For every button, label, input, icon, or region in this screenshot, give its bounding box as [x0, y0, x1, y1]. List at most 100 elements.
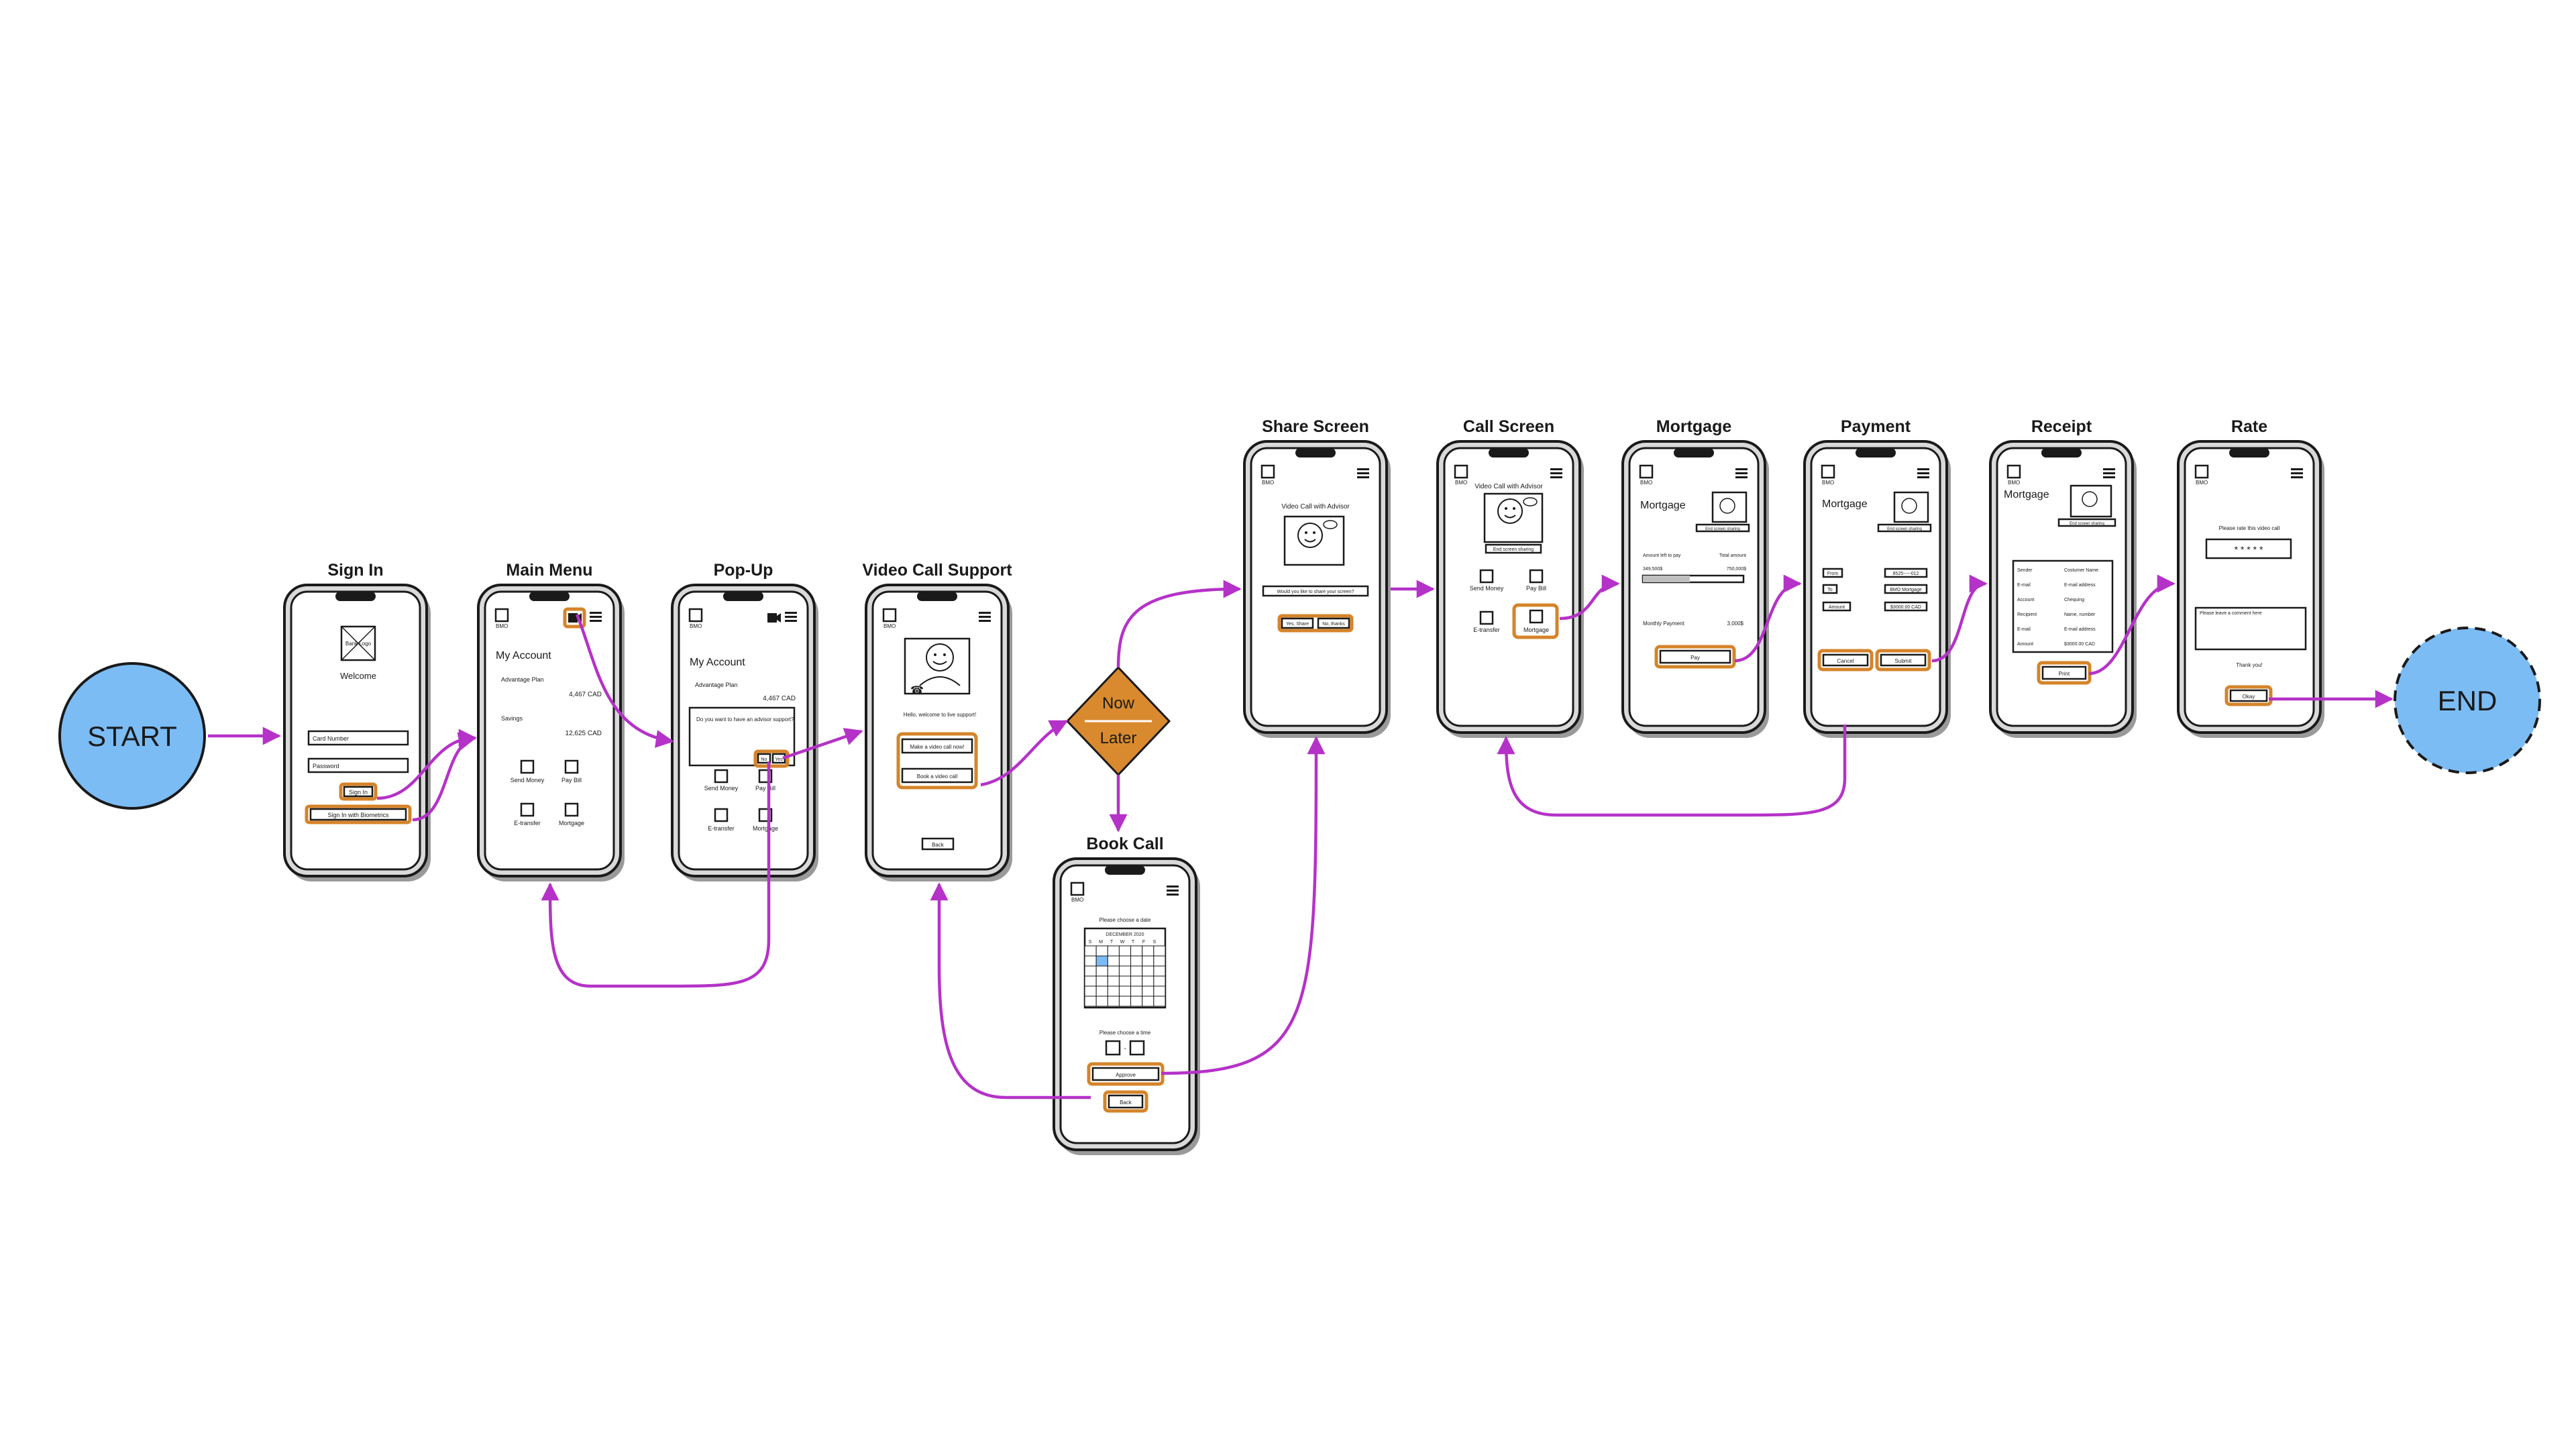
hamburger-icon	[979, 612, 991, 622]
popup-no-button[interactable]	[757, 753, 771, 764]
star-rating[interactable]	[2205, 538, 2292, 559]
share-no-button[interactable]	[1317, 617, 1350, 629]
svg-text:* * * * *: * * * * *	[2235, 544, 2263, 555]
calendar-cell[interactable]	[1095, 965, 1108, 977]
share-yes-button[interactable]	[1281, 617, 1314, 629]
calendar-cell[interactable]	[1142, 945, 1155, 957]
svg-text:Send Money: Send Money	[1470, 585, 1504, 592]
calendar-cell[interactable]	[1095, 996, 1108, 1007]
svg-text:BMO: BMO	[2008, 480, 2020, 486]
video-camera-icon[interactable]	[568, 613, 578, 623]
calendar-cell[interactable]	[1095, 945, 1108, 957]
cancel-button[interactable]	[1822, 653, 1869, 667]
receipt-value: E-mail address	[2064, 627, 2096, 632]
calendar-cell[interactable]	[1084, 996, 1097, 1007]
book-back-button[interactable]	[1108, 1094, 1144, 1109]
calendar-cell[interactable]	[1142, 975, 1155, 987]
video-back-button[interactable]	[921, 837, 955, 851]
time-hour-select[interactable]	[1105, 1040, 1121, 1056]
hamburger-icon[interactable]	[590, 612, 602, 622]
calendar-cell[interactable]	[1142, 996, 1155, 1007]
call-now-button[interactable]	[901, 738, 973, 754]
svg-text:Cancel: Cancel	[1837, 658, 1854, 664]
calendar-cell[interactable]	[1084, 945, 1097, 957]
svg-text:349,500$: 349,500$	[1643, 567, 1662, 572]
calendar-cell[interactable]	[1118, 945, 1132, 957]
calendar-cell[interactable]	[1107, 985, 1120, 997]
svg-text:Make a video call now!: Make a video call now!	[910, 744, 965, 750]
calendar-cell[interactable]	[1107, 975, 1120, 987]
pay-button[interactable]	[1659, 649, 1731, 664]
svg-text:4,467 CAD: 4,467 CAD	[569, 691, 602, 698]
svg-text:BMO: BMO	[1455, 480, 1467, 486]
calendar-cell[interactable]	[1095, 975, 1108, 987]
biometrics-highlight	[305, 804, 412, 824]
calendar-cell[interactable]	[1130, 955, 1143, 967]
flow-arrows	[208, 574, 2394, 1099]
svg-text:Mortgage: Mortgage	[753, 825, 778, 832]
submit-button[interactable]	[1880, 653, 1927, 667]
sign-in-button[interactable]	[343, 786, 374, 798]
svg-text:Mortgage: Mortgage	[1640, 500, 1686, 511]
calendar-cell[interactable]	[1084, 965, 1097, 977]
screen-video-call-support: Video Call Support BMO ☎ Hello, welcome …	[862, 561, 1014, 883]
calendar-cell[interactable]	[1153, 965, 1166, 977]
calendar-cell[interactable]	[1153, 955, 1166, 967]
svg-text:Mortgage: Mortgage	[1523, 627, 1549, 633]
calendar-cell[interactable]	[1107, 965, 1120, 977]
calendar-cell[interactable]	[1130, 965, 1143, 977]
calendar-cell[interactable]	[1095, 955, 1108, 967]
calendar-cell[interactable]	[1107, 996, 1120, 1007]
mortgage-icon-button[interactable]	[1529, 609, 1544, 624]
calendar-cell[interactable]	[1084, 985, 1097, 997]
title-sign-in: Sign In	[327, 561, 383, 580]
calendar-cell[interactable]	[1107, 955, 1120, 967]
calendar-cell[interactable]	[1130, 996, 1143, 1007]
advisor-face-icon	[1497, 498, 1523, 524]
calendar-cell[interactable]	[1118, 975, 1132, 987]
comment-textarea[interactable]	[2194, 606, 2307, 651]
biometrics-button[interactable]	[309, 808, 407, 821]
book-call-button[interactable]	[901, 767, 973, 784]
calendar-cell[interactable]	[1142, 965, 1155, 977]
print-button[interactable]	[2041, 665, 2087, 680]
calendar-cell[interactable]	[1153, 945, 1166, 957]
share-question-box	[1262, 585, 1369, 597]
calendar-cell[interactable]	[1095, 985, 1108, 997]
calendar-cell[interactable]	[1153, 985, 1166, 997]
calendar-day-header: S	[1153, 940, 1157, 945]
calendar-cell[interactable]	[1118, 985, 1132, 997]
svg-text:Mortgage: Mortgage	[2004, 489, 2049, 500]
calendar-cell[interactable]	[1153, 975, 1166, 987]
screen-call-screen: Call Screen BMO Video Call with Advisor …	[1436, 417, 1585, 739]
calendar-cell[interactable]	[1142, 955, 1155, 967]
approve-button[interactable]	[1091, 1067, 1160, 1081]
svg-text:Pay Bill: Pay Bill	[561, 777, 582, 784]
calendar-cell[interactable]	[1130, 985, 1143, 997]
calendar-day-header: F	[1142, 940, 1145, 945]
calendar-cell[interactable]	[1118, 996, 1132, 1007]
password-input[interactable]	[307, 757, 409, 773]
calendar-cell[interactable]	[1118, 965, 1132, 977]
svg-text:Do you want to have an advisor: Do you want to have an advisor support?	[696, 716, 794, 722]
calendar-cell[interactable]	[1130, 945, 1143, 957]
decision-later: Later	[1100, 729, 1137, 747]
calendar-cell[interactable]	[1084, 975, 1097, 987]
svg-text:12,625 CAD: 12,625 CAD	[566, 730, 602, 737]
card-number-input[interactable]	[307, 730, 409, 746]
okay-button[interactable]	[2229, 689, 2268, 702]
end-share-button[interactable]	[1485, 543, 1542, 554]
calendar-cell[interactable]	[1130, 975, 1143, 987]
calendar-cell[interactable]	[1107, 945, 1120, 957]
calendar-cell[interactable]	[1142, 985, 1155, 997]
time-minute-select[interactable]	[1129, 1040, 1145, 1056]
calendar-cell[interactable]	[1153, 996, 1166, 1007]
speech-bubble-icon	[1323, 520, 1338, 529]
screen-share-screen: Share Screen BMO Video Call with Advisor…	[1243, 417, 1392, 739]
svg-text:Pay Bill: Pay Bill	[1526, 585, 1546, 592]
calendar-cell[interactable]	[1118, 955, 1132, 967]
calendar-cell[interactable]	[1084, 955, 1097, 967]
svg-text:Would you like to share your s: Would you like to share your screen?	[1277, 590, 1354, 594]
receipt-label: E-mail	[2017, 627, 2031, 632]
